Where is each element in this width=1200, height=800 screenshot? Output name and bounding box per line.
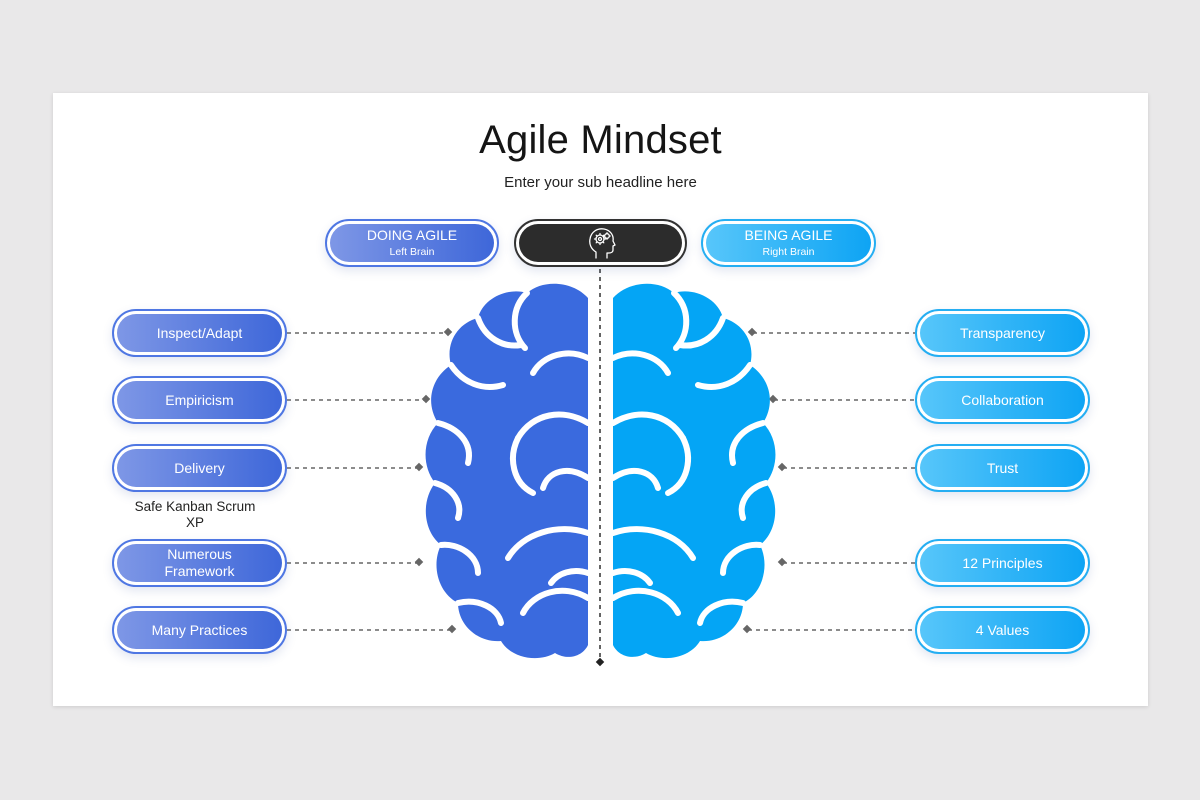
right-item-label: 12 Principles xyxy=(962,554,1043,571)
left-item: Numerous Framework xyxy=(112,539,287,587)
doing-agile-pill: DOING AGILE Left Brain xyxy=(325,219,499,267)
left-item-label: Numerous Framework xyxy=(164,546,235,579)
being-agile-sub: Right Brain xyxy=(762,246,815,259)
frameworks-note: Safe Kanban Scrum XP xyxy=(134,499,256,531)
diagram-canvas xyxy=(287,269,915,667)
connector-dot xyxy=(777,557,787,567)
right-item: 4 Values xyxy=(915,606,1090,654)
right-item: Collaboration xyxy=(915,376,1090,424)
left-item: Many Practices xyxy=(112,606,287,654)
left-item-label: Delivery xyxy=(174,459,225,476)
connector-dot xyxy=(768,394,778,404)
doing-agile-label: DOING AGILE xyxy=(366,227,458,244)
connector-dot xyxy=(742,624,752,634)
right-item-label: Transparency xyxy=(959,324,1046,341)
head-gears-icon xyxy=(588,228,616,259)
left-item: Empiricism xyxy=(112,376,287,424)
left-item-label: Many Practices xyxy=(151,621,248,638)
right-item: 12 Principles xyxy=(915,539,1090,587)
right-item: Transparency xyxy=(915,309,1090,357)
being-agile-label: BEING AGILE xyxy=(744,227,833,244)
right-item-label: 4 Values xyxy=(975,621,1030,638)
right-item-label: Collaboration xyxy=(961,391,1044,408)
center-divider-end xyxy=(595,657,605,667)
connector-dot xyxy=(421,394,431,404)
center-icon-pill xyxy=(514,219,687,267)
page-title: Agile Mindset xyxy=(479,118,722,162)
connector-dot xyxy=(777,462,787,472)
connector-dot xyxy=(443,327,453,337)
right-brain-folds xyxy=(610,290,769,626)
connector-dot xyxy=(414,462,424,472)
slide: Agile Mindset Enter your sub headline he… xyxy=(53,93,1148,706)
right-item-label: Trust xyxy=(986,459,1019,476)
page-subtitle: Enter your sub headline here xyxy=(504,174,697,191)
left-item: Delivery xyxy=(112,444,287,492)
being-agile-pill: BEING AGILE Right Brain xyxy=(701,219,876,267)
left-item-label: Inspect/Adapt xyxy=(156,324,243,341)
doing-agile-sub: Left Brain xyxy=(389,246,435,259)
connector-dot xyxy=(747,327,757,337)
right-item: Trust xyxy=(915,444,1090,492)
left-brain-folds xyxy=(432,290,591,626)
left-item-label: Empiricism xyxy=(165,391,234,408)
left-item: Inspect/Adapt xyxy=(112,309,287,357)
connector-dot xyxy=(414,557,424,567)
connector-dot xyxy=(447,624,457,634)
